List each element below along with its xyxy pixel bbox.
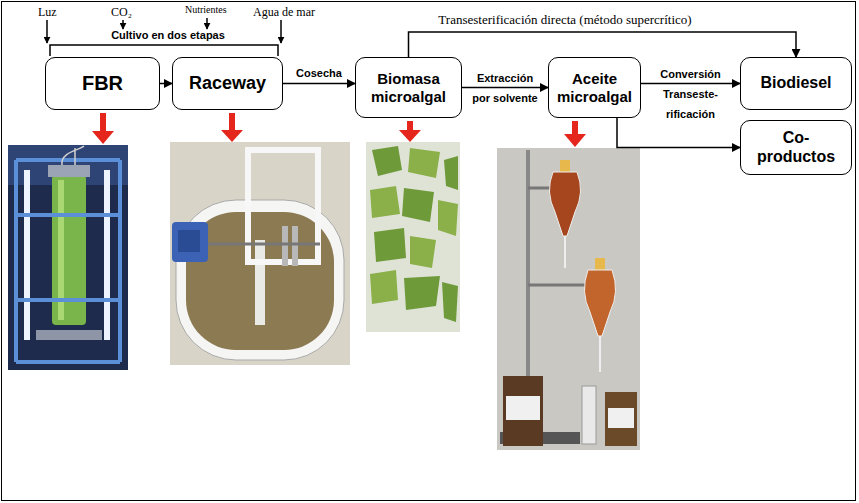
flow-arrow <box>641 83 740 85</box>
red-arrows <box>92 113 586 147</box>
red-arrows-part <box>92 131 114 144</box>
input-label: Luz <box>38 5 57 19</box>
process-box: FBR <box>45 57 160 110</box>
red-arrows-part <box>407 121 413 131</box>
biomass-photo <box>366 142 460 332</box>
edge-label: Transesterificación directa (método supe… <box>438 12 691 28</box>
biomass-photo-part <box>402 188 434 222</box>
raceway-photo-part <box>205 243 320 246</box>
edge-label: Cosecha <box>296 67 342 80</box>
oil-extraction-photo-part <box>497 148 640 450</box>
photobioreactor-photo-part <box>104 170 110 340</box>
oil-extraction-photo-part <box>564 236 566 268</box>
photobioreactor-photo-part <box>52 175 86 325</box>
photobioreactor-photo-part <box>16 160 120 362</box>
stage-bracket <box>50 45 278 56</box>
oil-extraction-photo-part <box>599 336 601 372</box>
oil-extraction-photo-part <box>584 270 615 336</box>
edge-label: Extracción por solvente <box>468 68 542 108</box>
biomass-photo-part <box>442 282 458 322</box>
input-label: Agua de mar <box>253 5 315 19</box>
biomass-photo-part <box>438 200 458 236</box>
photobioreactor-photo <box>8 145 128 370</box>
photobioreactor-photo-part <box>48 165 90 177</box>
product-box: Co- productos <box>740 120 852 175</box>
product-box: Aceite microalgal <box>548 57 641 118</box>
product-box: Biomasa microalgal <box>355 57 462 118</box>
red-arrows-part <box>229 113 235 131</box>
red-arrows-part <box>564 134 586 147</box>
process-box: Raceway <box>172 57 283 110</box>
biomass-photo-part <box>408 148 440 178</box>
oil-extraction-photo-part <box>595 258 605 270</box>
input-arrows-part <box>206 18 208 29</box>
biomass-photo-part <box>410 236 436 268</box>
flow-arrow <box>462 87 548 89</box>
input-arrows <box>47 18 281 43</box>
flow-arrow <box>617 118 740 148</box>
oil-extraction-photo-part <box>582 386 596 444</box>
oil-extraction-photo-part <box>605 392 637 446</box>
biomass-photo-part <box>372 146 402 176</box>
box-label: Co- productos <box>747 129 845 166</box>
photobioreactor-photo-part <box>36 330 102 340</box>
photobioreactor-photo-part <box>8 145 128 370</box>
biomass-photo-part <box>404 276 440 310</box>
oil-extraction-photo-part <box>549 172 580 236</box>
raceway-photo-part <box>172 222 208 262</box>
raceway-photo-part <box>292 226 298 266</box>
raceway-photo-part <box>170 142 350 365</box>
raceway-photo <box>170 142 350 365</box>
box-label: FBR <box>82 72 123 95</box>
input-label: Nutrientes <box>185 4 227 16</box>
red-arrows-part <box>221 130 243 142</box>
flow-arrow <box>409 32 797 57</box>
input-label: CO₂ <box>111 5 132 19</box>
biomass-photo-part <box>444 156 458 190</box>
biomass-photo-part <box>374 228 406 262</box>
raceway-photo-part <box>178 230 200 252</box>
photobioreactor-photo-part <box>24 170 30 340</box>
biomass-photo-part <box>366 142 460 332</box>
box-label: Raceway <box>189 73 266 94</box>
red-arrows-part <box>572 121 578 135</box>
input-arrows-part <box>46 20 48 43</box>
box-label: Biodiesel <box>760 74 831 92</box>
photobioreactor-photo-part <box>62 146 84 165</box>
stage-bracket-part <box>50 45 278 56</box>
red-arrows-part <box>100 113 106 132</box>
input-arrows-part <box>122 20 124 29</box>
oil-extraction-photo-part <box>506 396 540 420</box>
red-arrows-part <box>399 130 421 142</box>
oil-extraction-photo-part <box>503 376 543 446</box>
input-arrows-part <box>280 20 282 43</box>
oil-extraction-photo-part <box>608 408 634 428</box>
raceway-photo-part <box>255 240 265 325</box>
raceway-photo-part <box>282 226 288 266</box>
stage-heading: Cultivo en dos etapas <box>111 29 225 42</box>
edge-label: Conversión Transeste- rificación <box>654 64 728 124</box>
oil-extraction-photo <box>497 148 640 450</box>
flow-arrow <box>283 83 355 85</box>
box-label: Biomasa microalgal <box>362 70 455 105</box>
biomass-photo-part <box>370 186 400 218</box>
biomass-photo-part <box>370 270 398 304</box>
raceway-photo-part <box>186 212 334 350</box>
box-label: Aceite microalgal <box>555 70 634 105</box>
flow-arrow <box>160 83 172 85</box>
oil-extraction-photo-part <box>560 160 570 172</box>
product-box: Biodiesel <box>740 57 852 110</box>
